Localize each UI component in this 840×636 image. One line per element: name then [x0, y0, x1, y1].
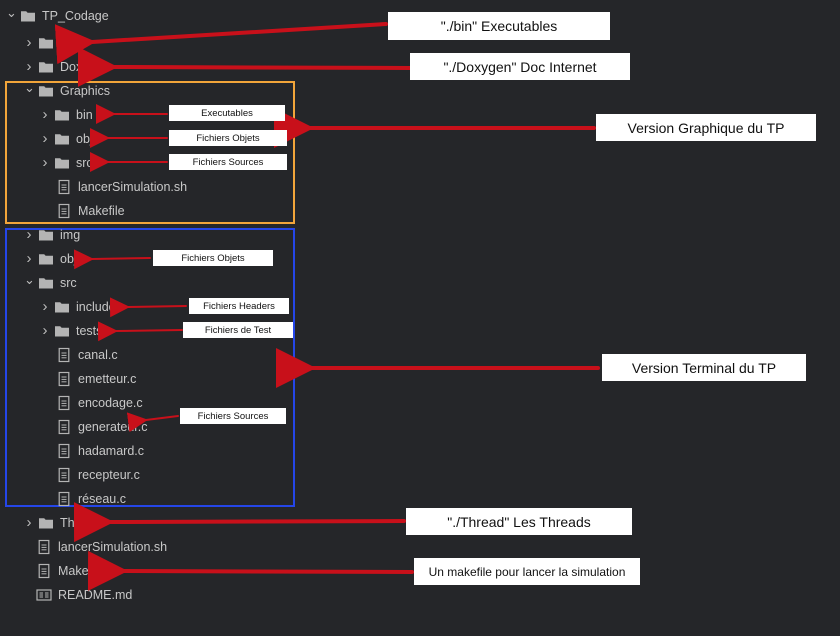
folder-icon: [54, 107, 70, 123]
tree-item-label: generateur.c: [78, 420, 148, 434]
tree-item-label: TP_Codage: [42, 9, 109, 23]
annotation-thread: "./Thread" Les Threads: [406, 508, 632, 535]
tree-item-label: Makefile: [78, 204, 125, 218]
tree-item-label: tests: [76, 324, 103, 338]
folder-icon: [38, 251, 54, 267]
file-icon: [56, 179, 72, 195]
file-icon: [56, 395, 72, 411]
chevron-right-icon[interactable]: ›: [26, 250, 32, 267]
annotation-graphics-version: Version Graphique du TP: [596, 114, 816, 141]
file-icon: [56, 203, 72, 219]
tree-item-label: bin: [60, 36, 77, 50]
folder-icon: [54, 131, 70, 147]
arrow-doxygen: [77, 46, 412, 87]
graphics-highlight-box: [5, 81, 295, 224]
tree-item-label: img: [60, 228, 81, 242]
file-icon: [56, 347, 72, 363]
tree-item-label: Makefile: [58, 564, 105, 578]
annotation-doxygen: "./Doxygen" Doc Internet: [410, 53, 630, 80]
arrow-thread: [73, 502, 406, 543]
folder-icon: [38, 275, 54, 291]
file-icon: [56, 443, 72, 459]
folder-icon: [38, 35, 54, 51]
tree-item-label: emetteur.c: [78, 372, 137, 386]
chevron-down-icon[interactable]: ⌄: [24, 272, 35, 287]
tree-item-label: Doxygen: [60, 60, 110, 74]
chevron-right-icon[interactable]: ›: [26, 34, 32, 51]
tree-item-label: lancerSimulation.sh: [78, 180, 188, 194]
annotation-graphics-src: Fichiers Sources: [169, 154, 287, 170]
chevron-right-icon[interactable]: ›: [26, 58, 32, 75]
tree-item-label: Thread: [60, 516, 100, 530]
chevron-right-icon[interactable]: ›: [42, 154, 48, 171]
file-icon: [56, 419, 72, 435]
tree-item-label: lancerSimulation.sh: [58, 540, 168, 554]
folder-icon: [38, 83, 54, 99]
tree-item-label: encodage.c: [78, 396, 143, 410]
folder-icon: [20, 8, 36, 24]
folder-icon: [54, 155, 70, 171]
file-icon: [36, 563, 52, 579]
tree-item-label: bin: [76, 108, 93, 122]
folder-icon: [38, 515, 54, 531]
annotation-graphics-bin: Executables: [169, 105, 285, 121]
tree-item-label: obj: [60, 252, 77, 266]
folder-icon: [54, 323, 70, 339]
annotation-makefile: Un makefile pour lancer la simulation: [414, 558, 640, 585]
tree-item-label: include: [76, 300, 116, 314]
file-icon: [36, 539, 52, 555]
folder-icon: [38, 227, 54, 243]
annotation-include: Fichiers Headers: [189, 298, 289, 314]
folder-icon: [38, 59, 54, 75]
chevron-down-icon[interactable]: ⌄: [6, 5, 17, 20]
tree-item-label: README.md: [58, 588, 133, 602]
tree-item-label: src: [76, 156, 93, 170]
terminal-highlight-box: [5, 228, 295, 507]
arrow-bin: [54, 22, 388, 65]
chevron-right-icon[interactable]: ›: [42, 322, 48, 339]
tree-item-label: hadamard.c: [78, 444, 145, 458]
tree-item-label: Graphics: [60, 84, 111, 98]
folder-icon: [54, 299, 70, 315]
annotation-terminal-version: Version Terminal du TP: [602, 354, 806, 381]
chevron-right-icon[interactable]: ›: [42, 130, 48, 147]
tree-item-label: src: [60, 276, 77, 290]
tree-item-label: recepteur.c: [78, 468, 140, 482]
chevron-right-icon[interactable]: ›: [26, 226, 32, 243]
tree-item-label: canal.c: [78, 348, 118, 362]
file-icon: [56, 467, 72, 483]
file-icon: [56, 491, 72, 507]
annotation-sources: Fichiers Sources: [180, 408, 286, 424]
annotation-graphics-obj: Fichiers Objets: [169, 130, 287, 146]
annotation-tests: Fichiers de Test: [183, 322, 293, 338]
chevron-right-icon[interactable]: ›: [42, 298, 48, 315]
chevron-right-icon[interactable]: ›: [42, 106, 48, 123]
tree-item-label: obj: [76, 132, 93, 146]
chevron-right-icon[interactable]: ›: [26, 514, 32, 531]
annotation-obj: Fichiers Objets: [153, 250, 273, 266]
markdown-icon: [36, 587, 52, 603]
chevron-down-icon[interactable]: ⌄: [24, 80, 35, 95]
tree-item-label: réseau.c: [78, 492, 126, 506]
annotation-bin-executables: "./bin" Executables: [388, 12, 610, 40]
arrow-makefile: [87, 550, 414, 591]
file-icon: [56, 371, 72, 387]
